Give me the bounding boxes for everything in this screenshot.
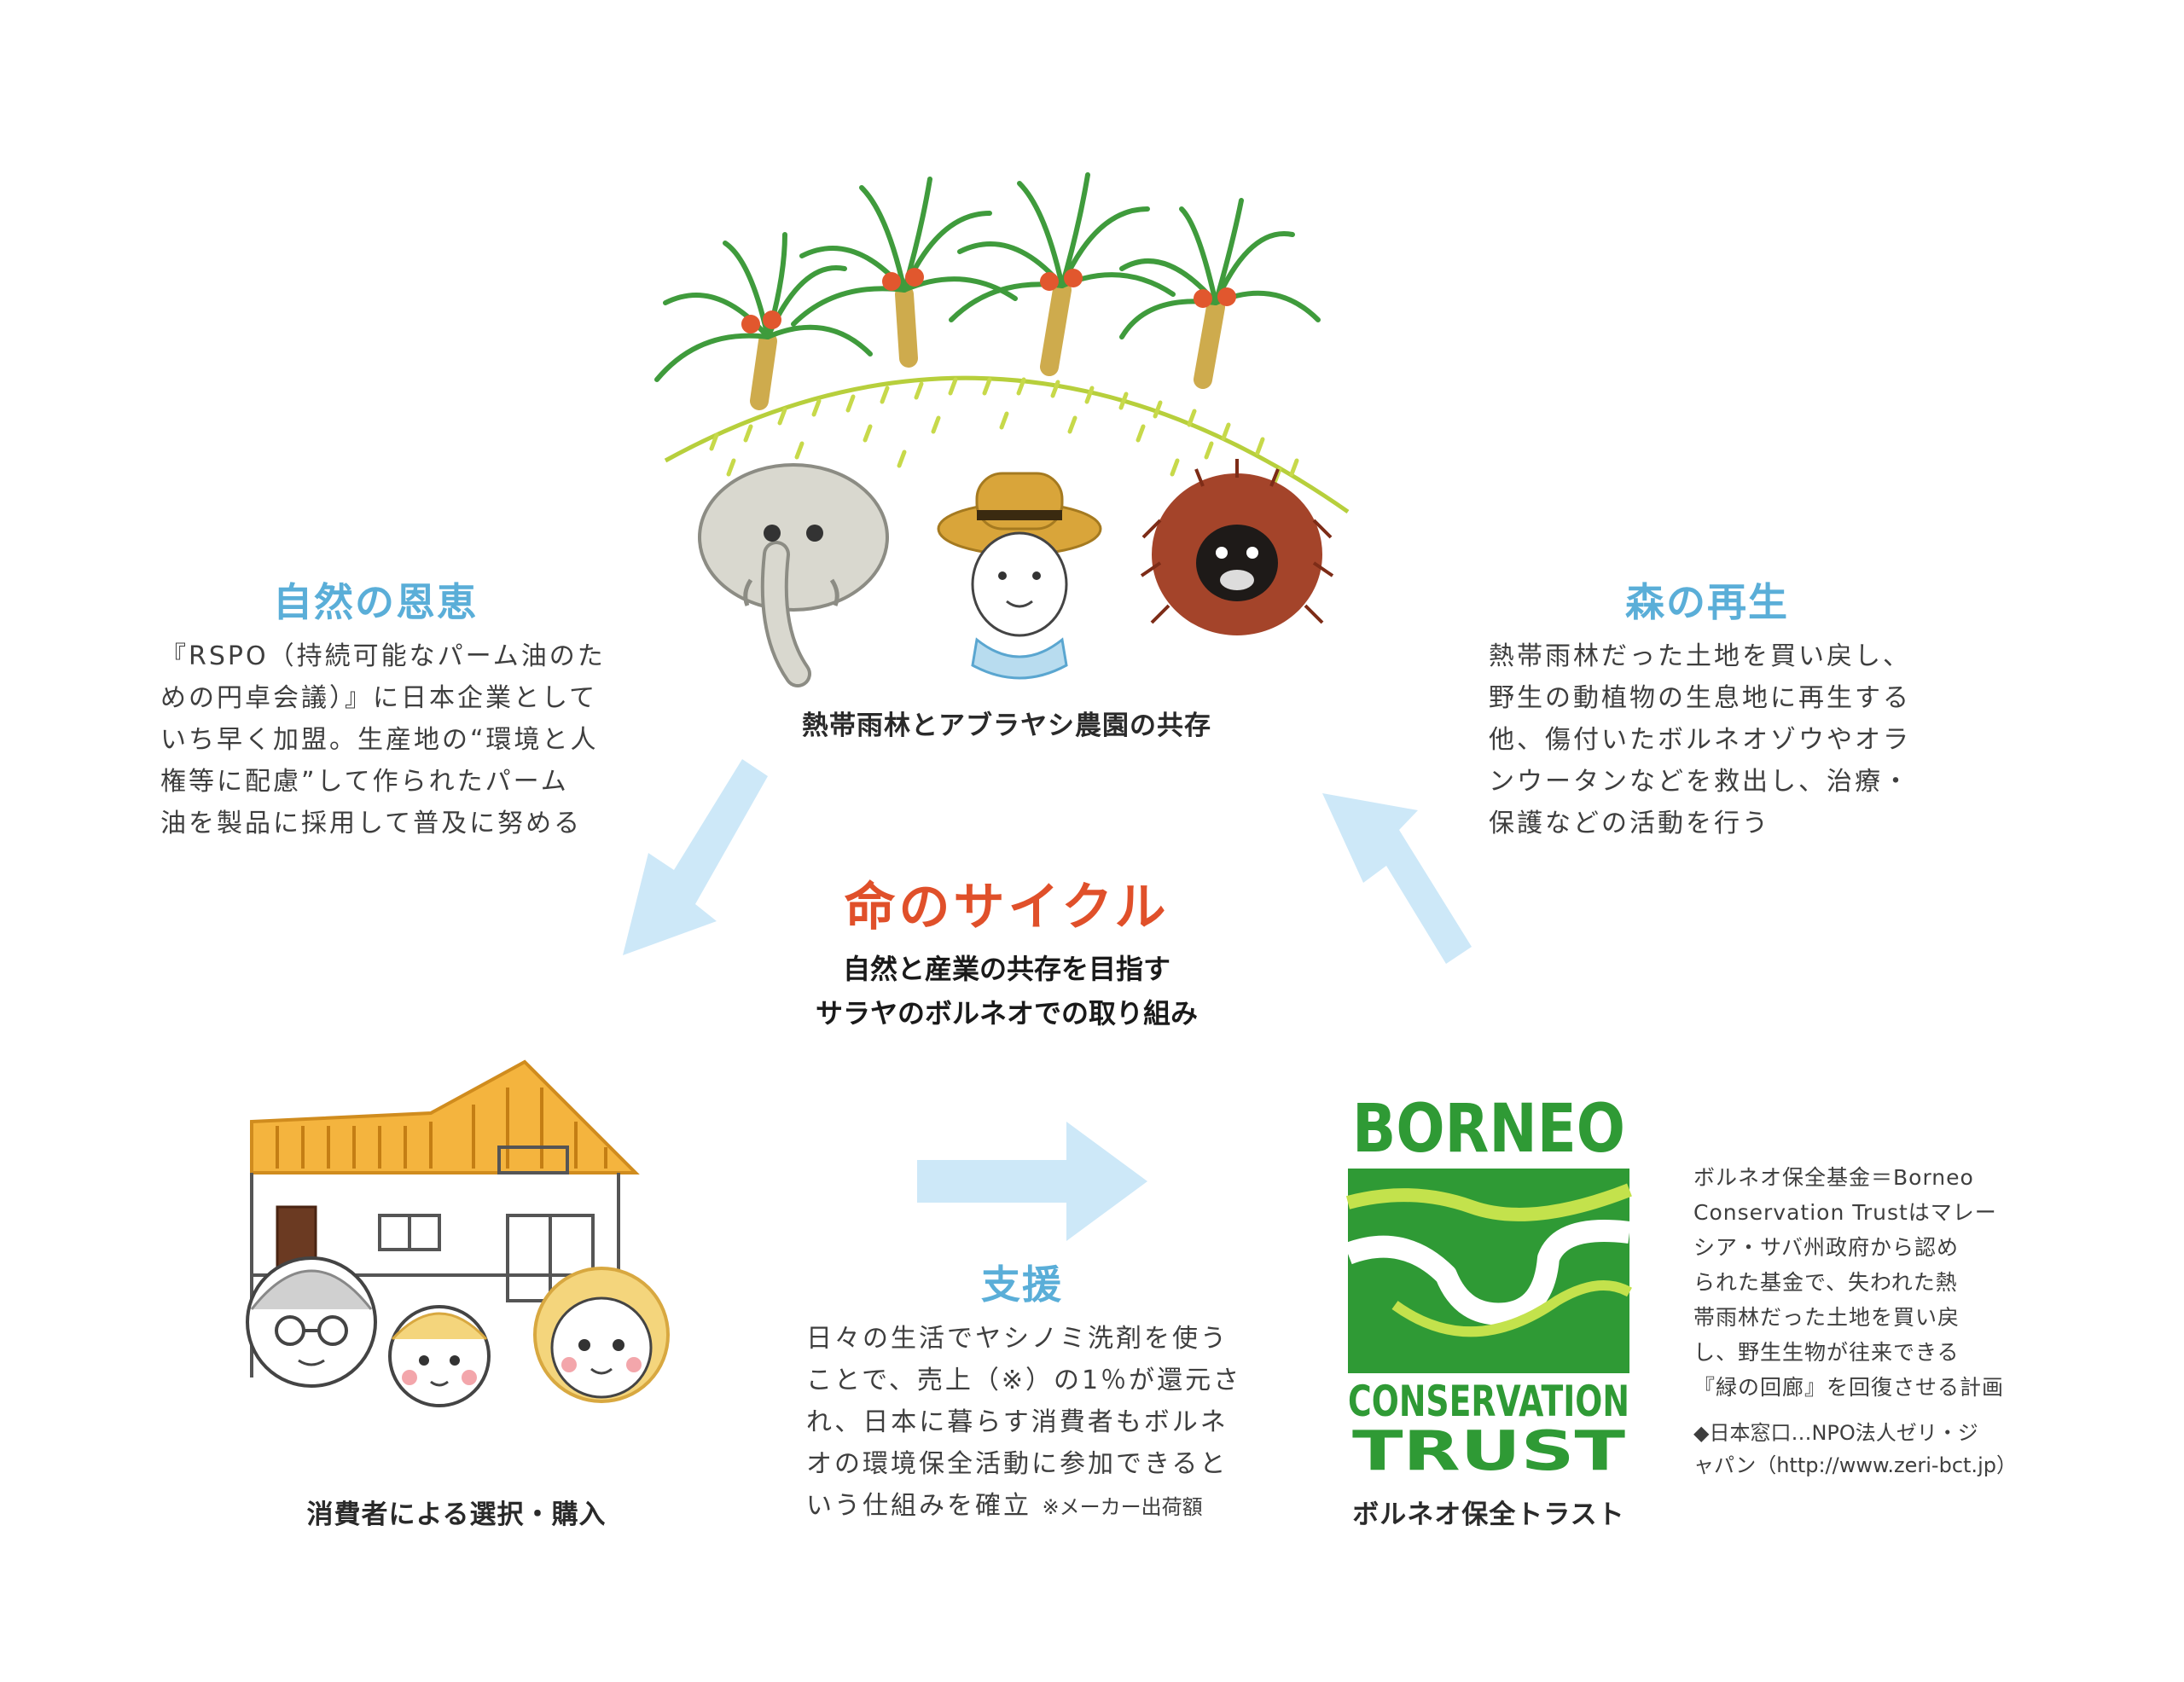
text-line: シア・サバ州政府から認め xyxy=(1693,1235,1960,1260)
logo-word-borneo: BORNEO xyxy=(1352,1096,1625,1168)
nature-blessing-heading: 自然の恩恵 xyxy=(273,579,478,625)
forest-regeneration-text: 熱帯雨林だった土地を買い戻し、 野生の動植物の生息地に再生する 他、傷付いたボル… xyxy=(1489,635,1966,844)
top-caption: 熱帯雨林とアブラヤシ農園の共存 xyxy=(802,710,1211,741)
shipment-note: ※メーカー出荷額 xyxy=(1042,1495,1203,1519)
subtitle-line: 自然と産業の共存を目指す xyxy=(842,953,1170,985)
support-heading: 支援 xyxy=(981,1262,1063,1308)
text-line: し、野生生物が往来できる xyxy=(1693,1340,1960,1365)
rainforest-illustration xyxy=(648,154,1365,708)
text-line: めの円卓会議）』に日本企業として xyxy=(160,683,598,713)
subtitle-line: サラヤのボルネオでの取り組み xyxy=(815,997,1198,1030)
text-line-end: いう仕組みを確立 xyxy=(806,1491,1031,1521)
contact-line: ◆日本窓口…NPO法人ゼリ・ジ xyxy=(1693,1421,1978,1445)
text-line: られた基金で、失われた熱 xyxy=(1693,1270,1958,1295)
text-line: 『緑の回廊』を回復させる計画 xyxy=(1693,1375,2005,1400)
cycle-subtitle: 自然と産業の共存を目指す サラヤのボルネオでの取り組み xyxy=(751,947,1263,1035)
cycle-title: 命のサイクル xyxy=(844,878,1170,937)
text-line: いう仕組みを確立 ※メーカー出荷額 xyxy=(806,1485,1284,1528)
text-line: オの環境保全活動に参加できると xyxy=(806,1449,1228,1479)
family-house-illustration xyxy=(218,1045,729,1437)
text-line: 日々の生活でヤシノミ洗剤を使う xyxy=(806,1324,1228,1354)
text-line: いち早く加盟。生産地の“環境と人 xyxy=(160,725,599,755)
nature-blessing-text: 『RSPO（持続可能なパーム油のた めの円卓会議）』に日本企業として いち早く加… xyxy=(160,635,638,844)
text-line: 熱帯雨林だった土地を買い戻し、 xyxy=(1489,641,1911,671)
text-line: ンウータンなどを救出し、治療・ xyxy=(1489,767,1911,797)
arrow-down-left xyxy=(614,759,785,972)
text-line: ボルネオ保全基金＝Borneo xyxy=(1693,1165,1974,1190)
text-line: 『RSPO（持続可能なパーム油のた xyxy=(160,641,606,671)
forest-regeneration-heading: 森の再生 xyxy=(1625,579,1789,625)
text-line: 野生の動植物の生息地に再生する xyxy=(1489,683,1911,713)
arrow-up-left xyxy=(1322,772,1493,968)
text-line: Conservation Trustはマレー xyxy=(1693,1200,1997,1225)
logo-word-trust: TRUST xyxy=(1352,1420,1625,1471)
text-line: 権等に配慮”して作られたパーム xyxy=(160,767,569,797)
text-line: ことで、売上（※）の1％が還元さ xyxy=(806,1366,1242,1395)
logo-word-conservation: CONSERVATION xyxy=(1348,1377,1629,1426)
text-line: 帯雨林だった土地を買い戻 xyxy=(1693,1305,1960,1330)
text-line: 油を製品に採用して普及に努める xyxy=(160,809,583,838)
consumer-caption: 消費者による選択・購入 xyxy=(306,1499,607,1530)
contact-line: ャパン（http://www.zeri-bct.jp） xyxy=(1693,1453,2017,1477)
bct-caption: ボルネオ保全トラスト xyxy=(1352,1499,1625,1530)
bct-logo: BORNEO CONSERVATION TRUST xyxy=(1344,1096,1634,1471)
text-line: 他、傷付いたボルネオゾウやオラ xyxy=(1489,725,1911,755)
support-text: 日々の生活でヤシノミ洗剤を使う ことで、売上（※）の1％が還元さ れ、日本に暮ら… xyxy=(806,1318,1284,1528)
text-line: 保護などの活動を行う xyxy=(1489,809,1770,838)
arrow-right xyxy=(917,1122,1156,1241)
text-line: れ、日本に暮らす消費者もボルネ xyxy=(806,1407,1228,1437)
bct-info: ボルネオ保全基金＝Borneo Conservation Trustはマレー シ… xyxy=(1693,1160,2069,1482)
